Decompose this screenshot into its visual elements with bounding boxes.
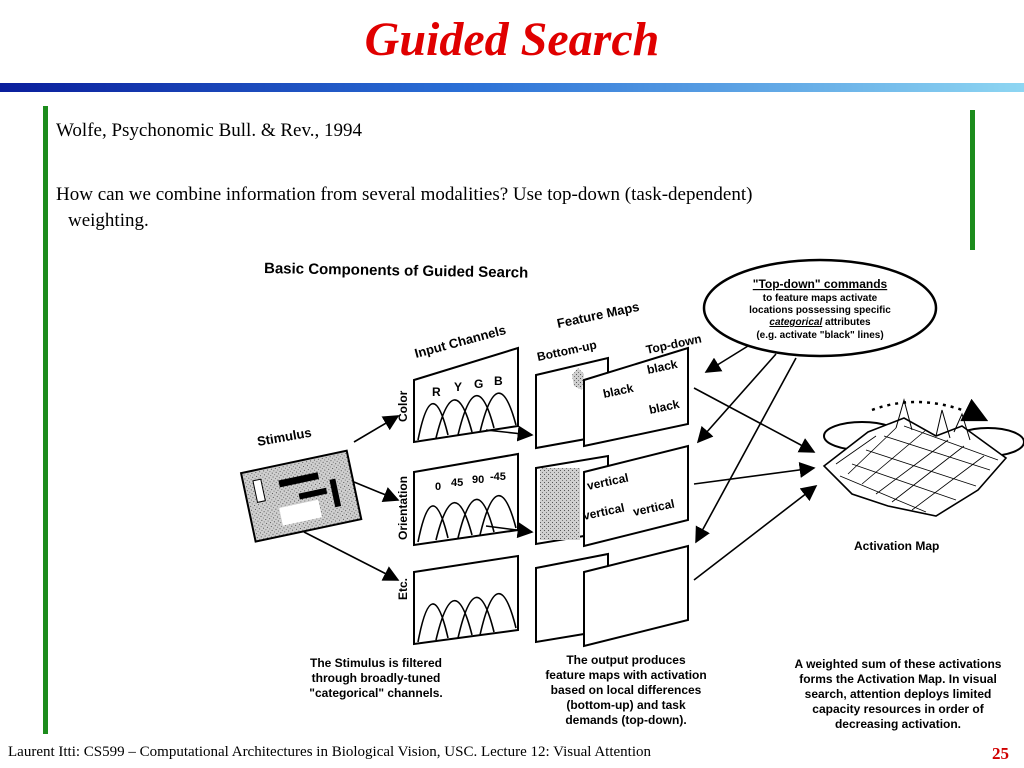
question-text: How can we combine information from seve… [56,182,956,234]
activation-map-surface [822,398,1024,517]
caption-output-line-1: The output produces [566,653,686,667]
orientation-feature-maps [535,444,689,548]
etc-channel-panel [413,554,519,646]
channel-orientation-label: Orientation [396,476,410,540]
citation-text: Wolfe, Psychonomic Bull. & Rev., 1994 [56,120,362,141]
caption-output-line-5: demands (top-down). [565,713,686,727]
page-number: 25 [992,744,1009,763]
caption-stimulus: The Stimulus is filtered through broadly… [309,656,442,700]
orientation-value-0: 0 [435,481,441,493]
left-accent-bar [43,106,48,734]
caption-weighted-line-5: decreasing activation. [835,717,961,731]
color-channel-panel [413,346,519,444]
caption-output-line-2: feature maps with activation [545,668,706,682]
caption-output-line-4: (bottom-up) and task [566,698,686,712]
feature-maps-label: Feature Maps [556,299,641,331]
bubble-line-4-rest: attributes [822,317,871,328]
bubble-line-4-emphasis: categorical [769,317,822,328]
bubble-line-5: (e.g. activate "black" lines) [756,330,883,341]
bubble-line-2: to feature maps activate [763,293,878,304]
map-to-activation-arrows [693,387,818,581]
color-map-word-1: black [646,357,679,377]
channel-color-label: Color [396,390,410,422]
caption-output: The output produces feature maps with ac… [545,653,706,727]
caption-weighted-line-1: A weighted sum of these activations [795,657,1002,671]
orientation-value-45: 45 [451,477,463,489]
top-down-arrows [695,345,797,544]
stimulus-image [239,449,363,543]
color-letter-r: R [432,385,441,399]
caption-output-line-3: based on local differences [551,683,702,697]
color-map-word-2: black [602,381,635,401]
bottom-up-label: Bottom-up [536,338,598,364]
caption-weighted: A weighted sum of these activations form… [795,657,1002,731]
diagram-canvas: Basic Components of Guided Search Stimul… [239,258,1024,731]
top-down-bubble: "Top-down" commands to feature maps acti… [702,258,938,358]
color-letter-y: Y [454,380,462,394]
channel-etc-label: Etc. [396,578,410,600]
caption-weighted-line-2: forms the Activation Map. In visual [799,672,997,686]
question-line-2: weighting. [68,210,149,231]
color-map-word-3: black [648,397,681,417]
stimulus-label: Stimulus [256,425,313,449]
slide-footer: Laurent Itti: CS599 – Computational Arch… [8,744,651,760]
color-map-words: black black black [602,357,681,417]
stimulus-to-channel-arrows [303,415,400,581]
caption-stimulus-line-3: "categorical" channels. [309,686,442,700]
activation-map-label: Activation Map [854,539,939,553]
bubble-line-1: "Top-down" commands [753,277,888,291]
channel-to-map-arrows [485,425,534,539]
caption-weighted-line-4: capacity resources in order of [812,702,984,716]
slide-title: Guided Search [364,13,660,66]
caption-weighted-line-3: search, attention deploys limited [805,687,992,701]
orientation-channel-panel [413,452,519,547]
orientation-value-90: 90 [472,474,484,486]
right-accent-bar [970,110,975,250]
title-gradient-rule [0,83,1024,92]
question-line-1: How can we combine information from seve… [56,184,753,205]
caption-stimulus-line-2: through broadly-tuned [312,671,441,685]
orientation-value-neg45: -45 [490,471,506,483]
color-feature-maps [535,346,689,450]
diagram-heading: Basic Components of Guided Search [264,260,528,282]
bubble-line-4: categorical attributes [769,317,871,328]
color-letter-b: B [494,374,503,388]
color-letter-g: G [474,377,483,391]
bubble-line-3: locations possessing specific [749,305,891,316]
guided-search-diagram: Basic Components of Guided Search Stimul… [236,250,1024,745]
color-letters: R Y G B [432,374,503,399]
etc-feature-maps [535,544,689,648]
caption-stimulus-line-1: The Stimulus is filtered [310,656,442,670]
orientation-values: 0 45 90 -45 [435,471,506,493]
